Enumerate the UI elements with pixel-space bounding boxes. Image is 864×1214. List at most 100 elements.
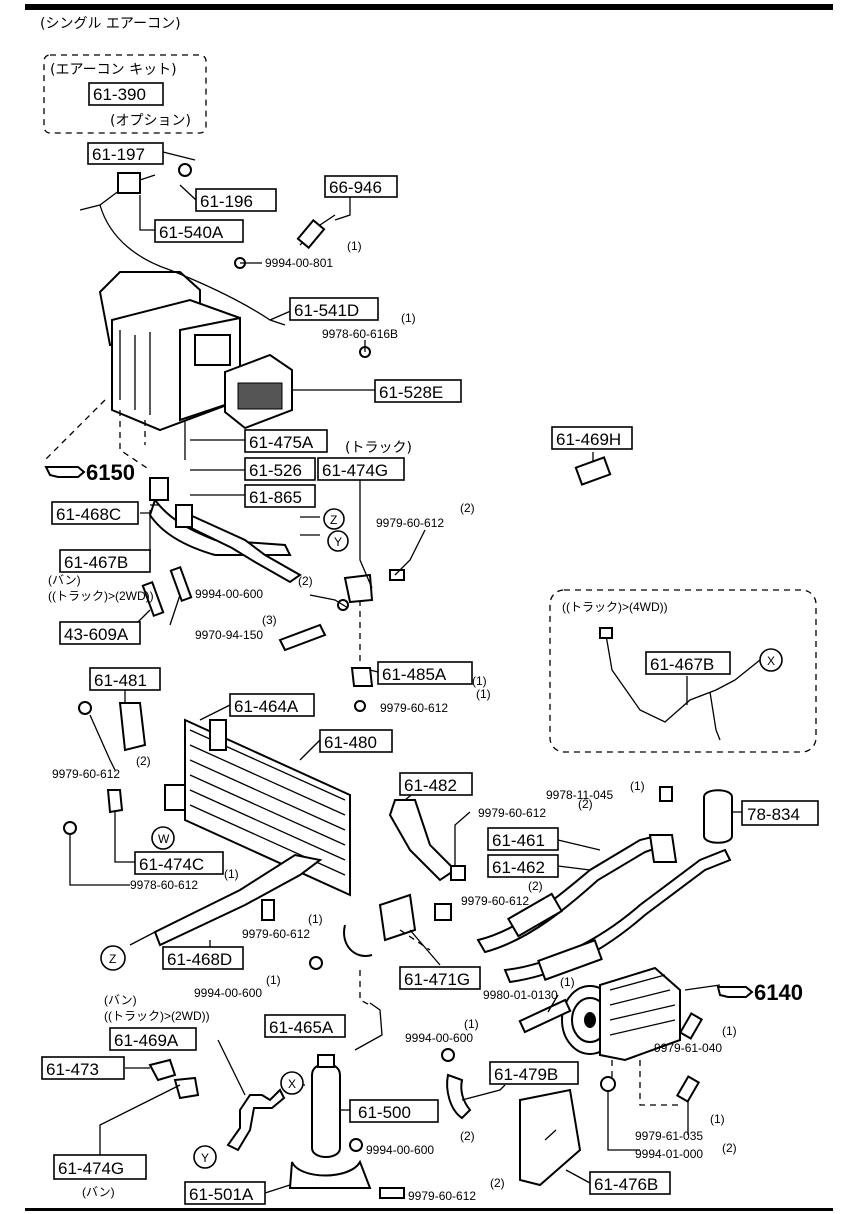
kit-title: (エアーコン キット) bbox=[50, 62, 177, 78]
label-61-479B: 61-479B bbox=[494, 1065, 558, 1084]
label-61-482: 61-482 bbox=[404, 776, 457, 795]
pn-9994-00-801: 9994-00-801 bbox=[265, 256, 333, 270]
ref-callout-6140: 6140 bbox=[716, 980, 803, 1005]
evaporator-unit bbox=[98, 271, 293, 432]
label-43-609A: 43-609A bbox=[64, 625, 129, 644]
pn-9979-60-612-e: 9979-60-612 bbox=[461, 894, 529, 908]
label-61-473: 61-473 bbox=[46, 1060, 99, 1079]
label-61-196: 61-196 bbox=[200, 192, 253, 211]
label-61-541D: 61-541D bbox=[294, 301, 359, 320]
qty-8: (1) bbox=[630, 779, 645, 793]
qty-2: (1) bbox=[401, 311, 416, 325]
pn-9994-00-600-c: 9994-00-600 bbox=[405, 1031, 473, 1045]
pn-9978-11-045: 9978-11-045 bbox=[546, 788, 613, 802]
pn-9979-60-612-d: 9979-60-612 bbox=[478, 806, 546, 820]
label-61-485A: 61-485A bbox=[382, 665, 447, 684]
qty-18: (2) bbox=[722, 1141, 737, 1155]
qty-19: (2) bbox=[460, 1129, 475, 1143]
label-61-481: 61-481 bbox=[94, 671, 147, 690]
qty-17: (1) bbox=[710, 1112, 725, 1126]
label-78-834: 78-834 bbox=[747, 805, 800, 824]
svg-text:6140: 6140 bbox=[754, 980, 803, 1005]
label-61-469H: 61-469H bbox=[556, 430, 621, 449]
label-61-469A: 61-469A bbox=[114, 1031, 179, 1050]
qty-4: (2) bbox=[298, 574, 313, 588]
qty-5: (3) bbox=[262, 613, 277, 627]
svg-text:6150: 6150 bbox=[86, 460, 135, 485]
label-61-467B-4wd: 61-467B bbox=[650, 655, 714, 674]
label-61-865: 61-865 bbox=[249, 488, 302, 507]
circle-markers: Z Y X W Z X Y bbox=[100, 508, 783, 1169]
pointing-hand-icon-2 bbox=[716, 986, 754, 998]
top-rule bbox=[25, 4, 833, 10]
qty-3: (2) bbox=[460, 501, 475, 515]
bottom-rule bbox=[25, 1208, 833, 1211]
pn-9980-01-0130: 9980-01-0130 bbox=[483, 988, 558, 1002]
note-van-b: (バン) bbox=[104, 993, 137, 1007]
pn-9979-60-612-g: 9979-60-612 bbox=[408, 1189, 476, 1203]
note-truck-top: (トラック) bbox=[345, 440, 412, 456]
marker-x2: X bbox=[288, 1077, 296, 1091]
pn-9979-60-612-f: 9979-60-612 bbox=[242, 927, 310, 941]
qty-13: (1) bbox=[266, 973, 281, 987]
kit-box bbox=[43, 54, 207, 134]
qty-16: (1) bbox=[722, 1024, 737, 1038]
ref-callout-6150: 6150 bbox=[44, 460, 135, 485]
header-title: (シングル エアーコン) bbox=[40, 16, 181, 32]
pn-9994-00-600-a: 9994-00-600 bbox=[195, 587, 263, 601]
pn-9979-61-035: 9979-61-035 bbox=[635, 1129, 703, 1143]
label-61-501A: 61-501A bbox=[189, 1185, 254, 1204]
qty-15: (1) bbox=[464, 1017, 479, 1031]
qty-7: (2) bbox=[136, 754, 151, 768]
pn-9994-01-000: 9994-01-000 bbox=[635, 1147, 703, 1161]
label-61-471G: 61-471G bbox=[404, 970, 470, 989]
label-61-540A: 61-540A bbox=[159, 223, 224, 242]
label-61-467B: 61-467B bbox=[64, 553, 128, 572]
notes: (トラック) (バン) ((トラック)>(2WD)) ((トラック)>(4WD)… bbox=[48, 440, 668, 1199]
note-truck-4wd: ((トラック)>(4WD)) bbox=[562, 600, 668, 614]
label-61-528E: 61-528E bbox=[379, 383, 443, 402]
4wd-box bbox=[549, 589, 817, 753]
pn-9978-60-616B: 9978-60-616B bbox=[322, 327, 398, 341]
label-61-462: 61-462 bbox=[492, 858, 545, 877]
marker-z1: Z bbox=[330, 513, 337, 527]
qty-9: (2) bbox=[578, 797, 593, 811]
label-61-465A: 61-465A bbox=[269, 1018, 334, 1037]
label-61-526: 61-526 bbox=[249, 461, 302, 480]
marker-z2: Z bbox=[109, 952, 116, 966]
pn-9970-94-150: 9970-94-150 bbox=[195, 628, 263, 642]
label-boxes: 61-197 61-196 66-946 61-540A 61-541D 61-… bbox=[41, 142, 819, 1205]
label-61-474G-top: 61-474G bbox=[322, 461, 388, 480]
qty-12: (1) bbox=[308, 912, 323, 926]
label-61-197: 61-197 bbox=[92, 145, 145, 164]
compressor bbox=[561, 966, 681, 1062]
qty-10: (1) bbox=[224, 867, 239, 881]
qty-6: (1) bbox=[476, 687, 491, 701]
part-numbers: 9994-00-801 9978-60-616B 9979-60-612 999… bbox=[52, 256, 722, 1203]
label-61-474C: 61-474C bbox=[139, 855, 204, 874]
pn-9994-00-600-b: 9994-00-600 bbox=[194, 986, 262, 1000]
quantities: (1) (1) (2) (2) (3) (1) (2) (1) (2) (1) … bbox=[136, 239, 737, 1190]
pn-9979-60-612-a: 9979-60-612 bbox=[376, 516, 444, 530]
label-61-468D: 61-468D bbox=[167, 950, 232, 969]
note-truck-2wd-a: ((トラック)>(2WD)) bbox=[48, 589, 154, 603]
pn-9994-00-600-d: 9994-00-600 bbox=[366, 1143, 434, 1157]
marker-w1: W bbox=[158, 832, 170, 846]
marker-y2: Y bbox=[201, 1151, 209, 1165]
label-61-476B: 61-476B bbox=[594, 1175, 658, 1194]
label-61-480: 61-480 bbox=[324, 733, 377, 752]
label-61-475A: 61-475A bbox=[249, 433, 314, 452]
qty-14: (1) bbox=[560, 975, 575, 989]
label-61-461: 61-461 bbox=[492, 831, 545, 850]
label-61-500: 61-500 bbox=[358, 1103, 411, 1122]
marker-y1: Y bbox=[334, 535, 342, 549]
pn-9979-60-612-c: 9979-60-612 bbox=[52, 767, 120, 781]
label-61-468C: 61-468C bbox=[56, 505, 121, 524]
note-van-bottom: (バン) bbox=[82, 1185, 115, 1199]
label-61-474G-bottom: 61-474G bbox=[58, 1159, 124, 1178]
condenser bbox=[164, 718, 351, 897]
pn-9979-60-612-b: 9979-60-612 bbox=[380, 701, 448, 715]
pointing-hand-icon bbox=[44, 466, 86, 478]
pn-9978-60-612: 9978-60-612 bbox=[130, 878, 198, 892]
